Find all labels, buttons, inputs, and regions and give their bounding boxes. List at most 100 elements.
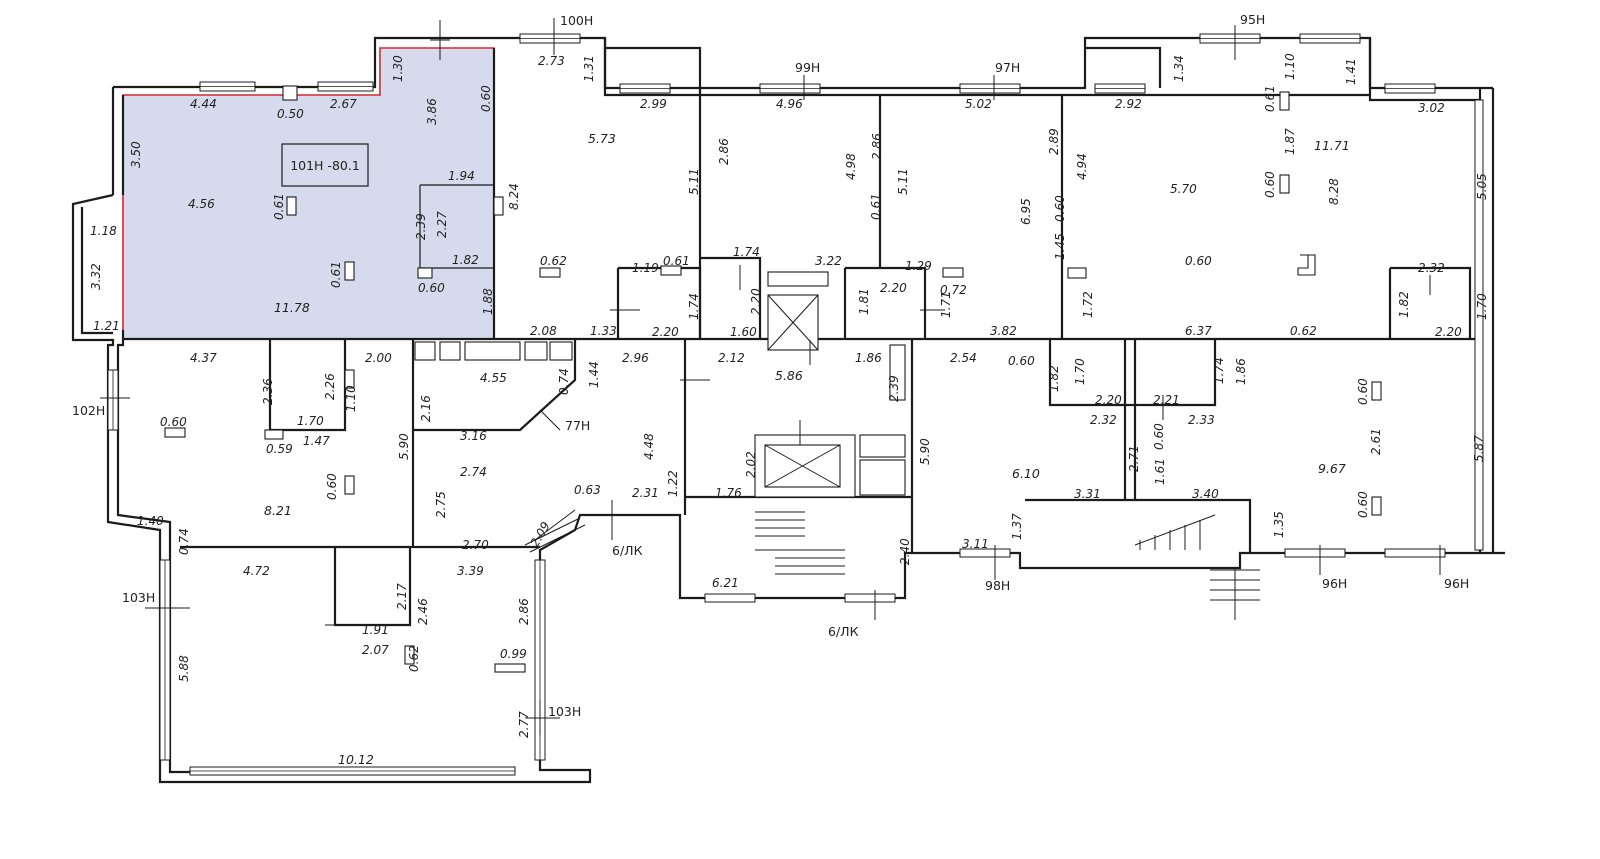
- dimension: 1.47: [303, 434, 330, 448]
- unit-labels: 100Н 99Н 97Н 95Н 102Н 103Н 103Н 77Н 6/ЛК…: [72, 12, 1469, 719]
- dimension: 2.40: [898, 538, 912, 565]
- unit-label: 95Н: [1240, 12, 1265, 27]
- dimension: 2.27: [435, 211, 449, 238]
- dimension: 2.96: [622, 351, 649, 365]
- dimension: 5.86: [775, 368, 803, 383]
- dimension: 0.74: [557, 368, 571, 395]
- dimension: 2.39: [887, 375, 901, 402]
- dimension: 5.11: [687, 168, 701, 195]
- dimension: 0.50: [277, 107, 304, 121]
- dimension: 1.82: [1047, 365, 1061, 392]
- dimension: 1.35: [1272, 511, 1286, 538]
- dimension: 1.10: [344, 385, 358, 412]
- unit-label: 6/ЛК: [828, 624, 859, 639]
- dimension: 5.05: [1475, 173, 1489, 200]
- dimension: 2.74: [460, 465, 487, 479]
- dimension: 1.29: [905, 259, 932, 273]
- dimension: 4.48: [642, 433, 656, 460]
- windows: [107, 33, 1484, 776]
- dimension: 1.41: [1344, 58, 1358, 85]
- dimension: 2.71: [1127, 445, 1141, 472]
- dimension: 1.44: [587, 361, 601, 388]
- dimension: 0.62: [540, 254, 567, 268]
- dimension: 1.94: [448, 169, 475, 183]
- dimension: 0.60: [1263, 171, 1277, 198]
- unit-label: 96Н: [1444, 576, 1469, 591]
- dimension: 0.61: [869, 193, 883, 220]
- dimension: 4.96: [776, 97, 803, 111]
- dimension: 1.72: [1081, 291, 1095, 318]
- dimension: 2.32: [1090, 413, 1117, 427]
- dimension: 5.90: [397, 433, 411, 460]
- dimension: 1.37: [1010, 513, 1024, 540]
- room-label: 101Н -80.1: [290, 158, 360, 173]
- dimension: 1.61: [1153, 458, 1167, 485]
- dimension: 1.40: [137, 514, 164, 528]
- dimension: 1.60: [730, 325, 757, 339]
- dimension: 5.11: [896, 168, 910, 195]
- dimension: 3.16: [460, 429, 487, 443]
- dimension: 0.61: [1263, 85, 1277, 112]
- dimension: 6.10: [1012, 466, 1040, 481]
- dimension: 1.91: [362, 623, 389, 637]
- dimension: 1.21: [93, 319, 120, 333]
- dimension: 2.86: [870, 133, 884, 160]
- dimension: 0.61: [663, 254, 690, 268]
- dimension: 6.95: [1019, 198, 1033, 225]
- dimension: 5.73: [588, 131, 616, 146]
- dimension: 2.08: [530, 324, 557, 338]
- dimension: 2.77: [517, 711, 531, 738]
- dimension: 8.21: [264, 503, 292, 518]
- dimension: 2.17: [395, 583, 409, 610]
- unit-label: 100Н: [560, 13, 593, 28]
- dimension: 4.94: [1075, 153, 1089, 180]
- dimension: 10.12: [338, 752, 374, 767]
- dimension: 4.44: [190, 97, 217, 111]
- dimension: 1.33: [590, 324, 617, 338]
- dimension: 3.39: [457, 564, 484, 578]
- dimension: 2.20: [880, 281, 907, 295]
- dimension: 5.70: [1170, 182, 1197, 196]
- dimension: 1.30: [391, 55, 405, 82]
- highlighted-unit-101h[interactable]: [122, 47, 495, 340]
- dimension: 3.11: [962, 537, 989, 551]
- dimension: 0.60: [1053, 195, 1067, 222]
- dimension: 0.59: [266, 442, 293, 456]
- unit-label: 103Н: [548, 704, 581, 719]
- dimension: 0.61: [272, 193, 286, 220]
- dimension: 0.60: [418, 281, 445, 295]
- unit-label: 98Н: [985, 578, 1010, 593]
- unit-label: 102Н: [72, 403, 105, 418]
- dimension: 2.33: [1188, 413, 1215, 427]
- dimension: 3.86: [425, 98, 439, 125]
- dimension: 9.67: [1318, 461, 1346, 476]
- dimension: 2.16: [419, 395, 433, 422]
- dimension: 4.56: [188, 197, 215, 211]
- dimension: 1.74: [687, 293, 701, 320]
- dimension: 1.22: [666, 470, 680, 497]
- stairs-and-elevators: [414, 271, 1260, 620]
- dimension: 2.20: [749, 288, 763, 315]
- dimension: 2.70: [462, 538, 489, 552]
- dimension: 1.86: [1234, 358, 1248, 385]
- dimension: 1.70: [1073, 358, 1087, 385]
- unit-label: 6/ЛК: [612, 543, 643, 558]
- dimension: 3.32: [89, 263, 103, 290]
- dimension: 1.88: [481, 288, 495, 315]
- dimension: 1.31: [582, 55, 596, 82]
- dimension: 3.82: [990, 324, 1017, 338]
- dimension: 2.36: [261, 378, 275, 405]
- dimension: 3.22: [815, 254, 842, 268]
- dimension: 1.18: [90, 224, 117, 238]
- dimension: 2.39: [414, 213, 428, 240]
- dimension: 2.54: [950, 351, 977, 365]
- dimension: 1.34: [1172, 55, 1186, 82]
- dimension: 3.02: [1418, 101, 1445, 115]
- dimension: 2.86: [717, 138, 731, 165]
- dimension: 2.73: [538, 54, 565, 68]
- dimension: 2.21: [1153, 393, 1180, 407]
- exterior-walls: [71, 36, 1505, 784]
- dimension: 5.02: [965, 97, 992, 111]
- dimension: 6.37: [1185, 324, 1212, 338]
